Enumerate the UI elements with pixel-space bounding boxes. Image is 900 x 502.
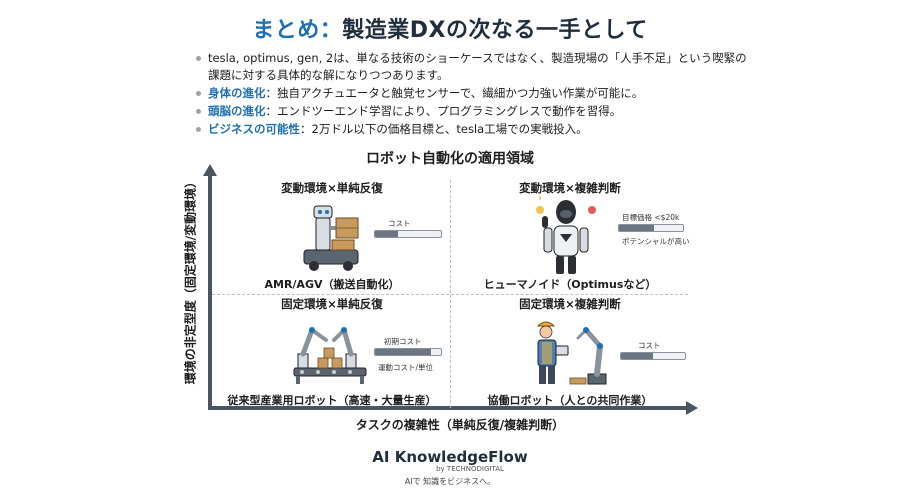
quadrant-divider-horizontal [212, 294, 688, 295]
quadrant-top-left: 変動環境×単純反復 コスト AMR/AGV（搬送自動化） [214, 180, 450, 292]
bullet-text: tesla, optimus, gen, 2は、単なる技術のショーケースではなく… [208, 51, 747, 82]
quadrant-footer: 協働ロボット（人との共同作業） [487, 394, 653, 407]
bullet-intro: tesla, optimus, gen, 2は、単なる技術のショーケースではなく… [196, 50, 756, 84]
cost-bar-fill [375, 231, 399, 237]
cost-label: コスト [388, 219, 411, 228]
bullet-dot [196, 109, 201, 114]
cost-bar [620, 352, 686, 360]
initial-cost-bar-fill [375, 349, 432, 355]
potential-label: ポテンシャルが高い [622, 237, 690, 246]
x-axis-arrow [686, 401, 698, 415]
bullet-body: 身体の進化：独自アクチュエータと触覚センサーで、繊細かつ力強い作業が可能に。 [196, 85, 756, 102]
brand-tagline: AIで 知識をビジネスへ。 [404, 477, 496, 486]
initial-cost-bar [374, 348, 442, 356]
diagram-title: ロボット自動化の適用領域 [366, 151, 534, 167]
brand-by: by TECHNODIGITAL [436, 465, 504, 473]
potential-bar-fill [619, 225, 655, 231]
quadrant-footer: 従来型産業用ロボット（高速・大量生産） [227, 394, 437, 407]
quadrant-bottom-left: 固定環境×単純反復 初期コスト 運動コスト/単位 従来型産業用ロボット（高速・大… [214, 296, 450, 408]
bullet-text: ：独自アクチュエータと触覚センサーで、繊細かつ力強い作業が可能に。 [265, 86, 644, 100]
x-axis-line [208, 406, 688, 410]
quadrant-footer: ヒューマノイド（Optimusなど） [483, 278, 657, 291]
brand-footer: AI KnowledgeFlow by TECHNODIGITAL AIで 知識… [0, 448, 900, 487]
quadrant-bottom-right: 固定環境×複雑判断 コスト 協働ロボット（人との共同作業） [452, 296, 688, 408]
humanoid-robot-icon [536, 196, 596, 274]
page-title: まとめ：製造業DXの次なる一手として [0, 12, 900, 44]
quadrant-heading: 固定環境×単純反復 [281, 297, 383, 311]
bullet-dot [196, 127, 201, 132]
y-axis-line [208, 172, 212, 410]
quadrant-heading: 変動環境×単純反復 [281, 181, 383, 195]
summary-bullets: tesla, optimus, gen, 2は、単なる技術のショーケースではなく… [196, 50, 756, 139]
bullet-dot [196, 56, 201, 61]
title-accent: まとめ： [252, 18, 343, 43]
quadrant-footer: AMR/AGV（搬送自動化） [264, 278, 400, 291]
title-main: 製造業DXの次なる一手として [342, 18, 648, 43]
bullet-dot [196, 91, 201, 96]
price-label: 目標価格 <$20k [622, 213, 680, 222]
cost-bar-fill [621, 353, 653, 359]
initial-cost-label: 初期コスト [384, 337, 422, 346]
quadrant-top-right: 変動環境×複雑判断 目標価格 <$20k ポテンシャルが高い ヒューマノイド（O… [452, 180, 690, 292]
y-axis-arrow [203, 164, 217, 176]
bullet-text: ：エンドツーエンド学習により、プログラミングレスで動作を習得。 [265, 104, 622, 118]
bullet-text: ：2万ドル以下の価格目標と、tesla工場での実戦投入。 [300, 122, 588, 136]
bullet-brain: 頭脳の進化：エンドツーエンド学習により、プログラミングレスで動作を習得。 [196, 103, 756, 120]
brand-name: AI KnowledgeFlow [372, 448, 528, 466]
quadrant-heading: 固定環境×複雑判断 [519, 297, 621, 311]
y-axis-label: 環境の非定型度（固定環境/変動環境） [183, 175, 198, 385]
cost-label: コスト [638, 341, 661, 350]
amr-robot-icon [303, 205, 359, 271]
potential-bar [618, 224, 684, 232]
cost-bar [374, 230, 442, 238]
industrial-robot-icon [293, 327, 367, 384]
quadrant-heading: 変動環境×複雑判断 [519, 181, 621, 195]
bullet-key: 身体の進化 [208, 86, 266, 100]
bullet-business: ビジネスの可能性：2万ドル以下の価格目標と、tesla工場での実戦投入。 [196, 121, 756, 138]
unit-cost-label: 運動コスト/単位 [378, 363, 434, 372]
bullet-key: ビジネスの可能性 [208, 122, 300, 136]
cobot-worker-icon [536, 321, 607, 385]
x-axis-label: タスクの複雑性（単純反復/複雑判断） [355, 418, 565, 432]
bullet-key: 頭脳の進化 [208, 104, 266, 118]
